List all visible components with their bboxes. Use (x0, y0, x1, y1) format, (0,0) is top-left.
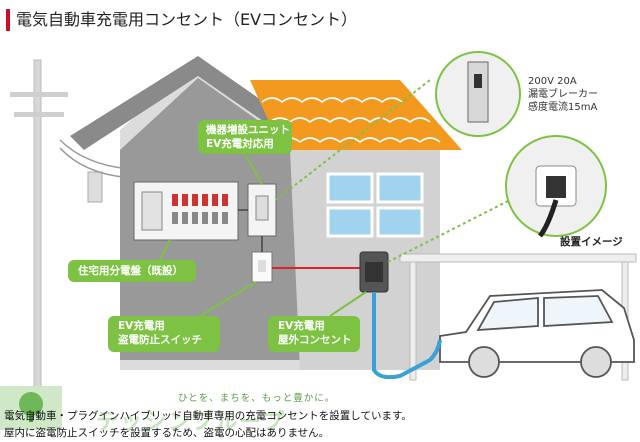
label-switch-line2: 盗電防止スイッチ (118, 334, 202, 346)
install-image-label: 設置イメージ (560, 236, 623, 248)
title-bar: 電気自動車充電用コンセント（EVコンセント） (0, 0, 640, 40)
outdoor-outlet (359, 251, 389, 293)
windows (326, 172, 424, 238)
breaker-callout (435, 51, 521, 137)
breaker-spec-voltage: 200V 20A (528, 76, 577, 87)
anti-theft-switch (251, 251, 273, 283)
label-outlet-line2: 屋外コンセント (278, 334, 352, 346)
breaker-spec: 200V 20A 漏電ブレーカー 感度電流15mA (528, 75, 598, 114)
label-switch: EV充電用 盗電防止スイッチ (118, 319, 202, 347)
breaker-spec-sensitivity: 感度電流15mA (528, 102, 598, 113)
label-panel: 住宅用分電盤（既設） (78, 265, 183, 277)
label-outlet-line1: EV充電用 (278, 320, 325, 332)
watermark: テッシンブループ (96, 410, 287, 435)
roof-tiles (250, 80, 462, 150)
charging-cable (372, 292, 442, 380)
label-addon-unit-line1: 機器増設ユニット (206, 124, 290, 136)
outlet-callout (505, 135, 607, 238)
label-outlet: EV充電用 屋外コンセント (278, 319, 352, 347)
title-accent-bar (6, 9, 10, 31)
label-bubbles (68, 120, 360, 352)
label-addon-unit: 機器増設ユニット EV充電対応用 (206, 123, 290, 151)
addon-unit (247, 183, 277, 237)
tagline: ひとを、まちを、もっと豊かに。 (178, 393, 336, 404)
distribution-panel (133, 181, 239, 241)
ev-outlet-illustration: 機器増設ユニット EV充電対応用 住宅用分電盤（既設） EV充電用 盗電防止スイ… (0, 40, 640, 401)
breaker-spec-type: 漏電ブレーカー (528, 89, 598, 100)
label-switch-line1: EV充電用 (118, 320, 165, 332)
page-title: 電気自動車充電用コンセント（EVコンセント） (16, 10, 358, 29)
house-diagram (10, 51, 637, 401)
description-line-1: 電気自動車・プラグインハイブリッド自動車専用の充電コンセントを設置しています。 (4, 410, 412, 422)
company-logo (0, 386, 62, 430)
tree-logo-icon (19, 392, 43, 422)
car (439, 289, 635, 378)
label-addon-unit-line2: EV充電対応用 (206, 138, 274, 150)
description-line-2: 屋内に盗電防止スイッチを設置するため、盗電の心配はありません。 (4, 427, 330, 439)
